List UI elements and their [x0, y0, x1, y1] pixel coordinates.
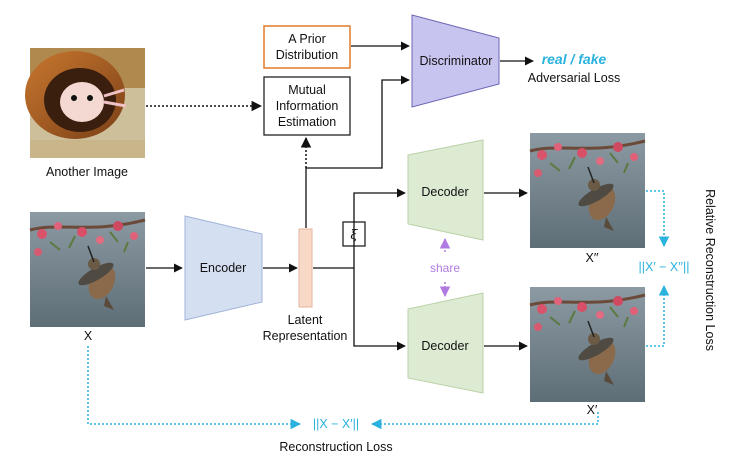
decoder-top-label: Decoder: [421, 185, 468, 199]
prior-label-line2: Distribution: [276, 48, 339, 62]
mi-label-line3: Estimation: [278, 115, 336, 129]
arrow-to-decoder-bottom: [353, 268, 406, 351]
latent-label-line2: Representation: [263, 329, 348, 343]
prior-label-line1: A Prior: [288, 32, 326, 46]
output-image-bottom-label: X′: [587, 403, 598, 417]
relative-loss-label: Relative Reconstruction Loss: [703, 189, 717, 351]
recon-loss-label: Reconstruction Loss: [279, 440, 392, 454]
relative-loss-arrow-bottom: [646, 284, 670, 347]
arrow-latent-to-discriminator: [305, 75, 410, 228]
another-image: [25, 48, 145, 158]
decoder-bottom-label: Decoder: [421, 339, 468, 353]
arrow-to-decoder-top: [353, 188, 406, 246]
decoder-top-block: [407, 139, 484, 241]
discriminator-label: Discriminator: [420, 54, 493, 68]
encoder-block: [184, 215, 263, 321]
real-fake-label: real / fake: [542, 51, 607, 67]
adversarial-loss-label: Adversarial Loss: [528, 71, 620, 85]
decoder-bottom-block: [407, 292, 484, 394]
mi-label-line2: Information: [276, 99, 339, 113]
share-label: share: [430, 261, 460, 275]
another-image-label: Another Image: [46, 165, 128, 179]
encoder-label: Encoder: [200, 261, 247, 275]
output-image-bottom: [528, 285, 647, 404]
discriminator-block: [411, 14, 500, 108]
recon-loss-arrow-right: [370, 412, 599, 430]
relative-loss-formula: ||X′ − X′′||: [639, 260, 690, 274]
output-image-top: [528, 131, 647, 250]
mutual-information-box: [263, 76, 351, 136]
input-image-label: X: [84, 329, 93, 343]
latent-label-line1: Latent: [288, 313, 323, 327]
prior-distribution-box: [263, 25, 351, 69]
recon-loss-arrow-left: [87, 346, 302, 430]
recon-loss-formula: ||X − X′||: [313, 417, 359, 431]
latent-bar: [298, 228, 313, 308]
output-image-top-label: X′′: [585, 251, 599, 265]
mi-label-line1: Mutual: [288, 83, 326, 97]
input-image: [28, 210, 147, 329]
relative-loss-arrow-top: [646, 190, 670, 248]
